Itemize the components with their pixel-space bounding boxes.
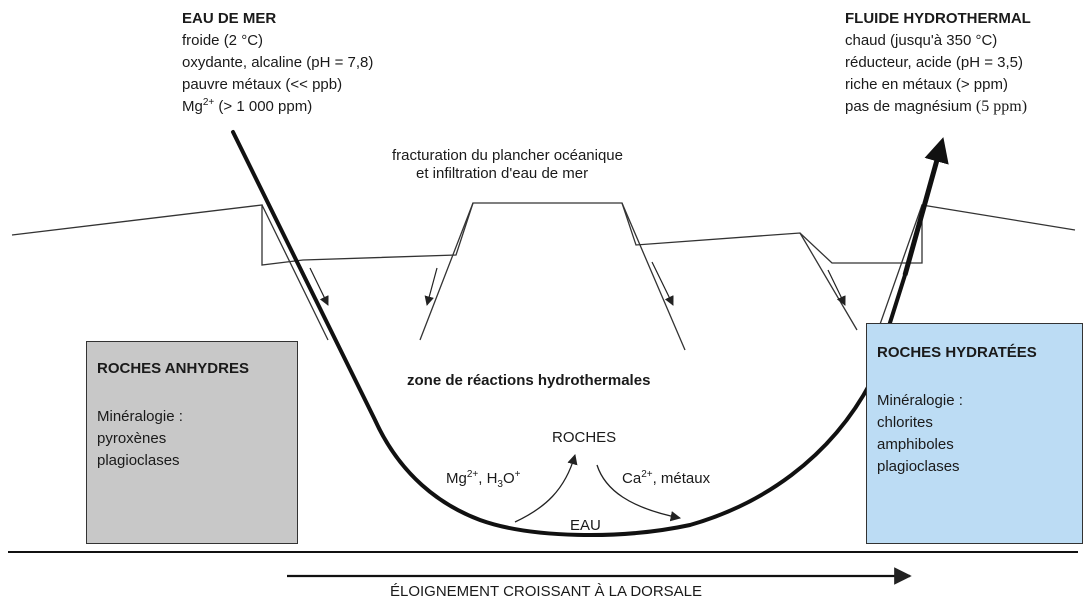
seawater-ph: oxydante, alcaline (pH = 7,8) bbox=[182, 54, 374, 71]
anhydrous-line-3: plagioclases bbox=[97, 452, 180, 469]
fault-right-2 bbox=[877, 204, 923, 331]
fluid-title: FLUIDE HYDROTHERMAL bbox=[845, 10, 1031, 27]
fault-center-right bbox=[621, 202, 686, 351]
rocks-label: ROCHES bbox=[552, 429, 617, 446]
fluid-temp: chaud (jusqu'à 350 °C) bbox=[845, 32, 998, 49]
seawater-metals: pauvre métaux (<< ppb) bbox=[182, 76, 343, 93]
reaction-input: Mg2+, H3O+ bbox=[446, 469, 521, 490]
rising-fluid-arrow bbox=[902, 137, 949, 276]
hydrated-line-1: Minéralogie : bbox=[877, 392, 963, 409]
reaction-zone-label: zone de réactions hydrothermales bbox=[407, 372, 651, 389]
fracture-label-2: et infiltration d'eau de mer bbox=[416, 165, 589, 182]
fluid-ph: réducteur, acide (pH = 3,5) bbox=[845, 54, 1024, 71]
reaction-out-arrow bbox=[596, 464, 682, 522]
axis-label: ÉLOIGNEMENT CROISSANT À LA DORSALE bbox=[390, 583, 703, 600]
fluid-metals: riche en métaux (> ppm) bbox=[845, 76, 1008, 92]
hydrated-title: ROCHES HYDRATÉES bbox=[877, 344, 1037, 361]
reaction-in-arrow bbox=[514, 454, 578, 523]
fluid-mg: pas de magnésium (5 ppm) bbox=[845, 98, 1028, 115]
fault-left-inner bbox=[419, 202, 474, 341]
infiltration-arrow-4 bbox=[827, 269, 846, 306]
anhydrous-line-1: Minéralogie : bbox=[97, 408, 183, 425]
seawater-temp: froide (2 °C) bbox=[182, 32, 264, 49]
infiltration-arrow-3 bbox=[651, 261, 674, 306]
fault-left-outer bbox=[261, 204, 329, 341]
fracture-label-1: fracturation du plancher océanique bbox=[392, 147, 623, 164]
hydrated-line-2: chlorites bbox=[877, 414, 933, 431]
fault-right bbox=[799, 232, 858, 331]
anhydrous-title: ROCHES ANHYDRES bbox=[97, 360, 249, 377]
hydrated-line-4: plagioclases bbox=[877, 458, 960, 475]
circulation-path bbox=[231, 130, 907, 537]
reaction-output: Ca2+, métaux bbox=[622, 469, 711, 488]
seawater-mg: Mg2+ (> 1 000 ppm) bbox=[182, 97, 313, 116]
infiltration-arrow-1 bbox=[309, 267, 329, 306]
anhydrous-rocks-box: ROCHES ANHYDRES Minéralogie : pyroxènes … bbox=[86, 341, 298, 544]
anhydrous-line-2: pyroxènes bbox=[97, 430, 167, 447]
hydrated-rocks-box: ROCHES HYDRATÉES Minéralogie : chlorites… bbox=[866, 323, 1083, 544]
water-label: EAU bbox=[570, 517, 601, 534]
seawater-title: EAU DE MER bbox=[182, 10, 277, 27]
hydrated-line-3: amphiboles bbox=[877, 436, 954, 453]
infiltration-arrow-2 bbox=[424, 267, 438, 306]
